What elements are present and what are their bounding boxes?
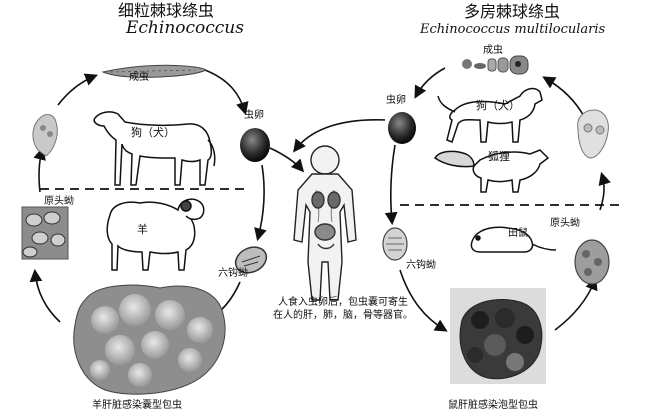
arrow-right-egg-to-human	[293, 118, 386, 153]
left-label-egg: 虫卵	[244, 110, 264, 121]
left-scolex	[32, 114, 58, 157]
right-fox-illustration	[433, 149, 550, 193]
right-label-vole: 田鼠	[508, 228, 528, 239]
right-label-adult: 成虫	[483, 45, 503, 56]
right-label-fox: 狐狸	[488, 150, 510, 163]
left-protoscolex-cluster	[21, 206, 69, 260]
left-label-oncosphere: 六钩蚴	[218, 268, 248, 279]
right-label-egg: 虫卵	[386, 95, 406, 106]
right-liver-alveolar-photo	[450, 288, 546, 384]
arrow-egg-to-oncosphere	[254, 164, 267, 242]
arrow-r-oncosphere-to-organ	[399, 269, 448, 332]
arrow-scolex-to-adult	[57, 73, 98, 106]
left-label-protoscolex: 原头蚴	[44, 196, 74, 207]
right-title-latin: Echinococcus multilocularis	[420, 22, 606, 37]
right-adult-worm	[462, 55, 529, 75]
human-figure	[293, 145, 357, 301]
arrow-r-organ-to-cyst	[554, 277, 598, 331]
arrow-r-cyst-to-scolex	[598, 171, 611, 211]
right-label-protoscolex: 原头蚴	[550, 218, 580, 229]
left-sheep-illustration	[106, 198, 205, 271]
arrow-r-adult-to-egg	[414, 67, 446, 99]
left-title-latin: Echinococcus	[126, 18, 244, 38]
left-label-dog: 狗（犬）	[131, 126, 175, 139]
left-liver-cyst-photo	[73, 284, 226, 395]
left-label-adult: 成虫	[129, 72, 149, 83]
right-label-oncosphere: 六钩蚴	[406, 260, 436, 271]
arrow-adult-to-egg	[204, 69, 249, 116]
arrow-protoscolex-to-scolex	[33, 146, 46, 193]
arrow-r-egg-to-oncosphere	[384, 144, 398, 226]
left-label-sheep: 羊	[137, 223, 148, 236]
right-scolex	[577, 109, 609, 159]
left-adult-worm	[101, 64, 207, 78]
arrow-r-scolex-to-adult	[542, 76, 586, 119]
right-egg	[388, 112, 416, 144]
right-cycle-arrows	[384, 67, 611, 332]
right-label-dog: 狗（犬）	[476, 99, 520, 112]
human-note-line-2: 在人的肝，肺，脑，骨等器官。	[273, 310, 413, 321]
human-infection-note: 人食入虫卵后，包虫囊可寄生 在人的肝，肺，脑，骨等器官。	[268, 296, 418, 322]
right-protoscolex-cyst	[574, 239, 610, 285]
right-organ-caption: 鼠肝脏感染泡型包虫	[448, 400, 538, 411]
right-vole-illustration	[470, 226, 557, 253]
right-oncosphere	[382, 227, 408, 261]
left-egg	[240, 128, 270, 162]
right-dog-illustration	[437, 87, 543, 143]
left-cycle-arrows	[29, 69, 267, 323]
left-oncosphere	[234, 246, 268, 274]
left-title-cn: 细粒棘球绦虫	[118, 1, 215, 20]
left-dog-illustration	[93, 111, 216, 186]
human-note-line-1: 人食入虫卵后，包虫囊可寄生	[278, 297, 408, 308]
arrow-cyst-to-protoscolex	[29, 268, 61, 323]
right-title-cn: 多房棘球绦虫	[464, 2, 561, 21]
arrow-left-egg-to-human	[269, 147, 305, 173]
left-organ-caption: 羊肝脏感染囊型包虫	[92, 400, 182, 411]
